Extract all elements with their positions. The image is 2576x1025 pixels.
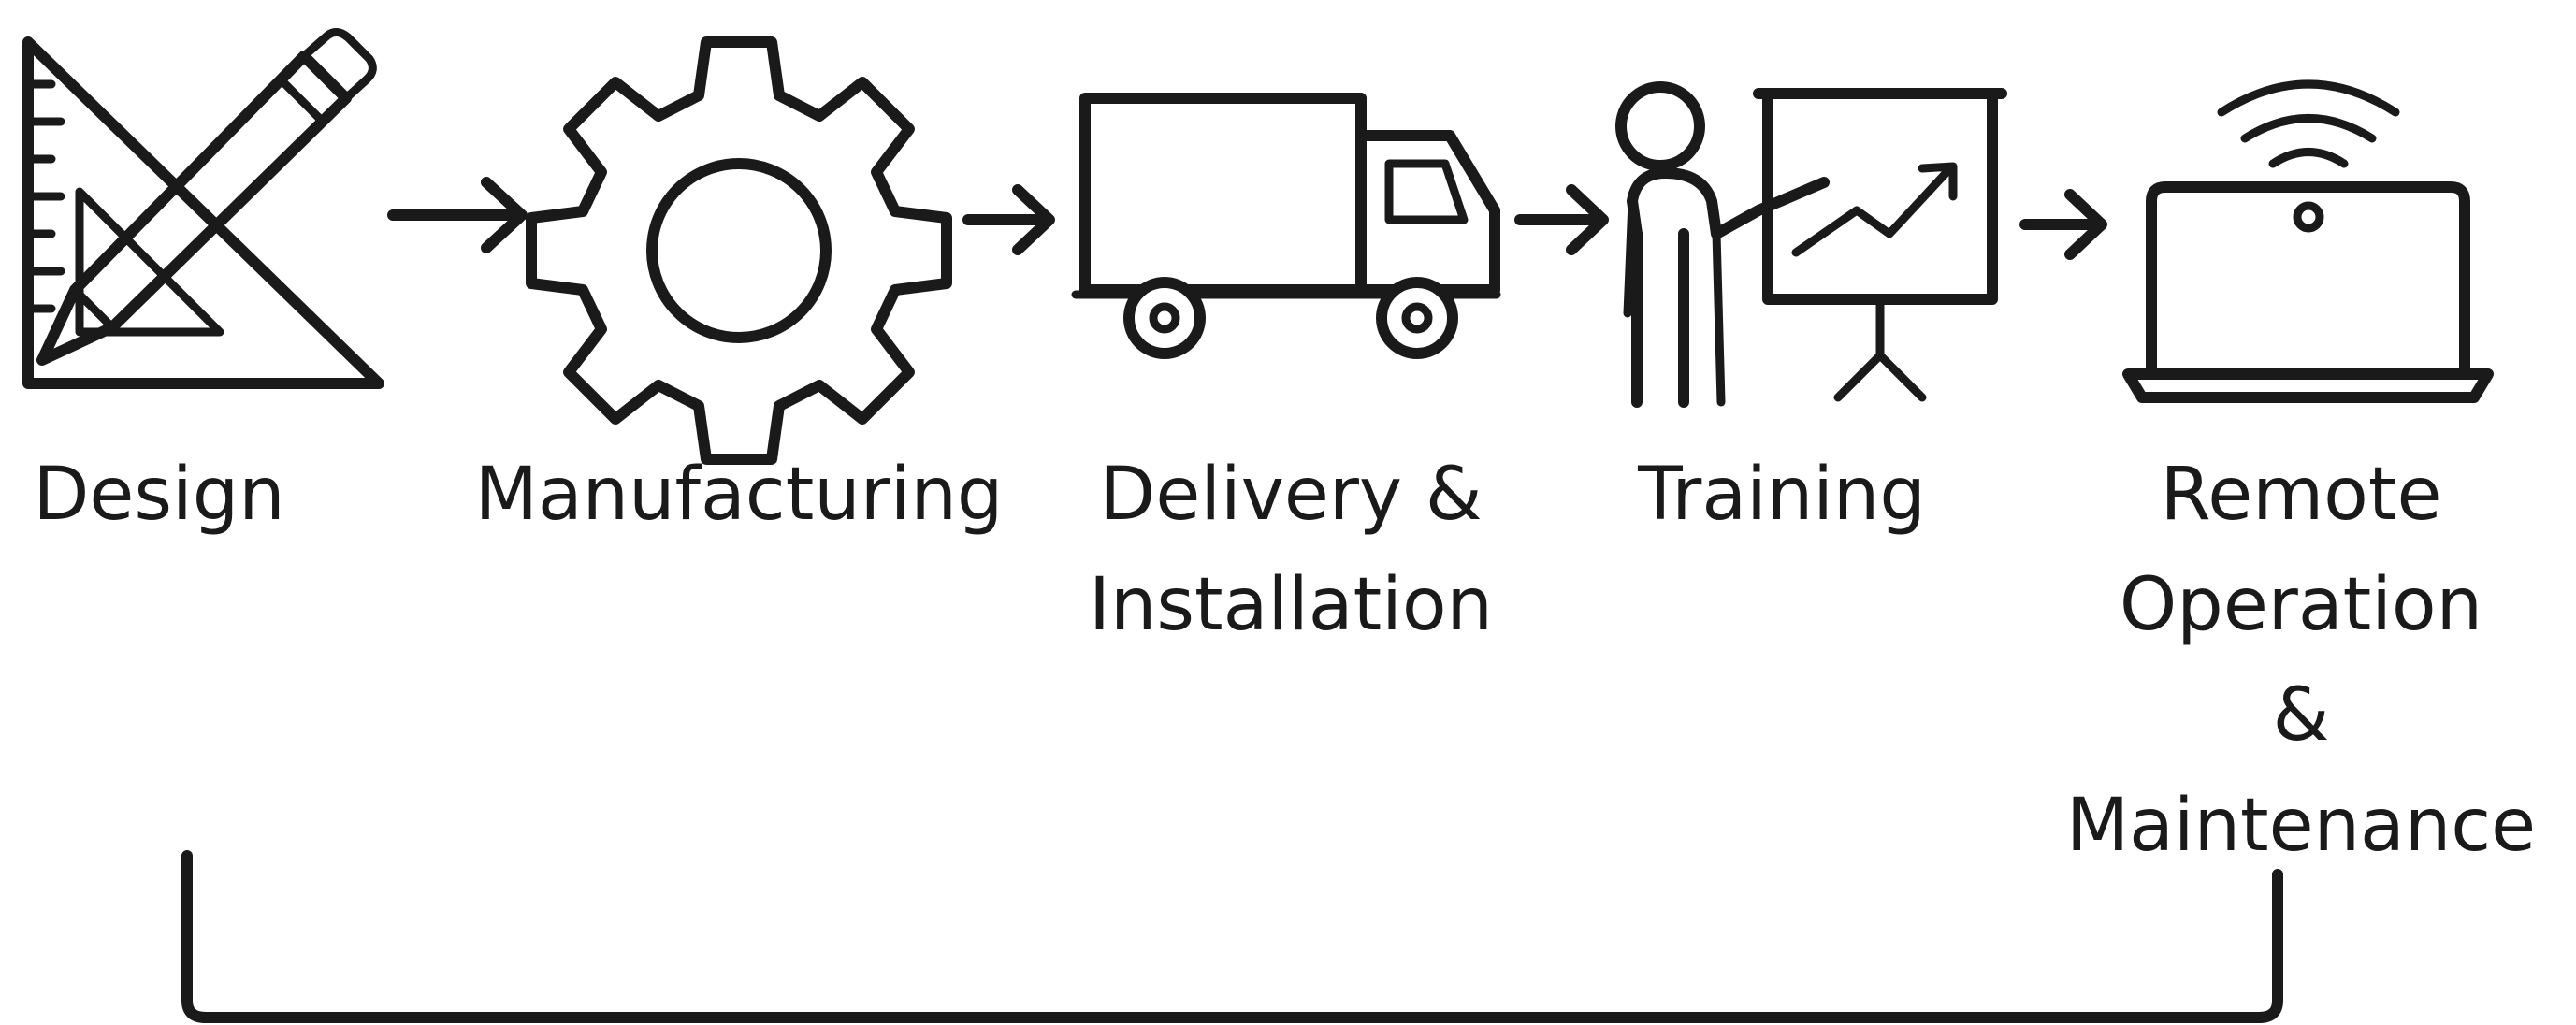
step-label-manufacturing: Manufacturing	[474, 453, 1004, 537]
step-label-delivery-installation: Delivery & Installation	[1088, 453, 1493, 647]
presenter-chart-icon	[1615, 81, 2007, 408]
arrow-icon	[1514, 184, 1609, 255]
lifecycle-bracket	[181, 850, 2283, 1023]
truck-icon	[1071, 93, 1501, 359]
step-label-training: Training	[1638, 453, 1926, 537]
arrow-icon	[387, 177, 528, 253]
arrow-icon	[2019, 189, 2107, 260]
arrow-icon	[962, 184, 1055, 255]
drafting-pencil-triangle-icon	[22, 28, 384, 389]
laptop-wifi-icon	[2122, 79, 2494, 403]
step-label-design: Design	[33, 453, 285, 537]
step-label-remote-operation-maintenance: Remote Operation & Maintenance	[2065, 453, 2537, 868]
gear-icon	[526, 36, 952, 465]
